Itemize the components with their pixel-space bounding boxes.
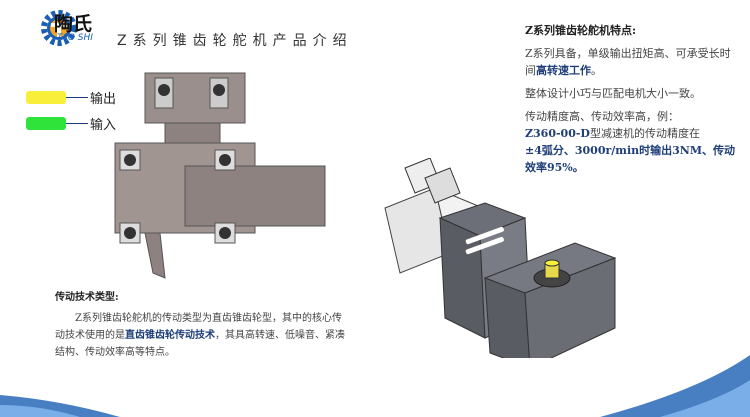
transmission-text: Z系列锥齿轮舵机的传动类型为直齿锥齿轮型，其中的核心传动技术使用的是直齿锥齿轮传… [55,313,345,358]
brand-name: 陶氏 [54,13,93,35]
legend-input: 输入 [26,114,116,133]
brand-name-en: TAO SHI [57,33,93,43]
servo-product-image [384,158,617,358]
page-title: Z系列锥齿轮舵机产品介绍 [117,33,353,49]
transmission-heading: 传动技术类型: [55,292,119,303]
gear-cross-section-diagram [114,72,326,279]
output-swatch [26,91,66,104]
feature-torque: Z系列具备，单级输出扭矩高、可承受长时间高转速工作。 [525,47,731,77]
feature-precision: 传动精度高、传动效率高，例：Z360-00-D型减速机的传动精度在±4弧分、30… [525,110,735,174]
features-panel: Z系列锥齿轮舵机特点: Z系列具备，单级输出扭矩高、可承受长时间高转速工作。 整… [525,22,740,182]
legend-label: 输出 [90,92,117,107]
legend-label: 输入 [90,118,117,133]
features-heading: Z系列锥齿轮舵机特点: [525,24,637,37]
transmission-panel: 传动技术类型: Z系列锥齿轮舵机的传动类型为直齿锥齿轮型，其中的核心传动技术使用… [55,289,345,361]
feature-size: 整体设计小巧与匹配电机大小一致。 [525,87,701,100]
input-swatch [26,117,66,130]
taoshi-logo-icon [41,10,77,46]
legend-output: 输出 [26,88,116,107]
